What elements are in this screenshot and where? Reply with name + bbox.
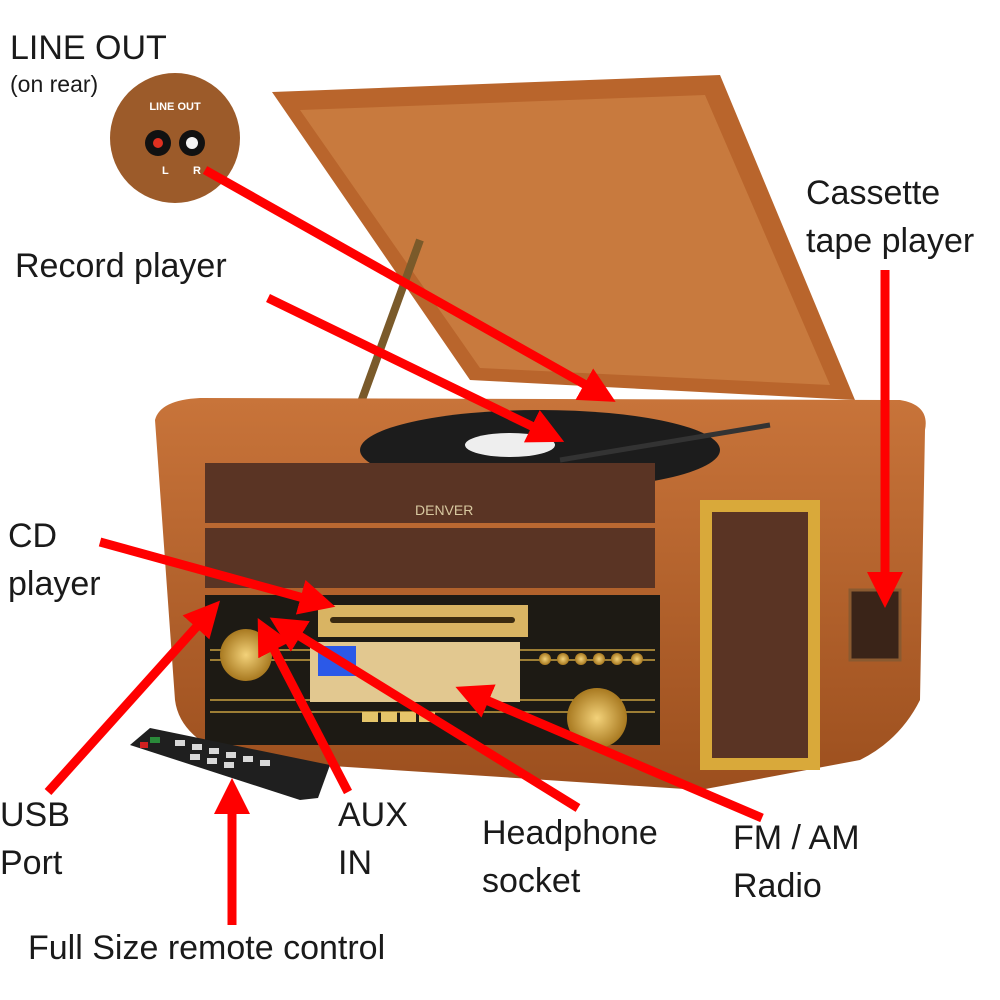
side-speaker-grille — [712, 512, 808, 758]
label-usb-1: USB — [0, 796, 70, 834]
arrow-aux — [257, 618, 352, 795]
label-headphone-1: Headphone — [482, 814, 658, 852]
label-record-player: Record player — [15, 247, 227, 285]
label-cd-2: player — [8, 565, 101, 603]
arrow-radio — [455, 684, 764, 823]
arrow-usb — [44, 600, 221, 796]
label-usb-2: Port — [0, 844, 63, 882]
cassette-deck — [848, 588, 902, 662]
label-radio-2: Radio — [733, 867, 822, 905]
brand-logo: DENVER — [415, 502, 473, 518]
label-line-out-note: (on rear) — [10, 71, 99, 97]
label-remote: Full Size remote control — [28, 929, 386, 967]
tonearm — [559, 422, 771, 463]
control-buttons — [539, 653, 643, 665]
annotation-arrows — [44, 166, 903, 925]
arrow-headphone — [269, 617, 581, 812]
label-cd-1: CD — [8, 517, 58, 555]
remote-control — [130, 728, 330, 800]
svg-text:L: L — [162, 165, 169, 177]
tuning-knob — [567, 688, 627, 748]
svg-text:R: R — [193, 165, 201, 177]
label-cassette-2: tape player — [806, 222, 975, 260]
label-aux-2: IN — [338, 844, 372, 882]
label-line-out: LINE OUT — [10, 29, 167, 67]
label-aux-1: AUX — [338, 796, 408, 834]
label-headphone-2: socket — [482, 862, 581, 900]
label-radio-1: FM / AM — [733, 819, 860, 857]
label-cassette-1: Cassette — [806, 174, 941, 212]
arrow-line-out — [202, 166, 616, 402]
speaker-grille-bottom — [205, 528, 655, 588]
svg-text:LINE OUT: LINE OUT — [149, 101, 201, 113]
arrow-record-player — [266, 293, 565, 443]
turntable-body: DENVER — [155, 398, 926, 790]
lid — [272, 75, 855, 407]
speaker-grille-top — [205, 463, 655, 523]
arrow-cd — [98, 537, 336, 615]
